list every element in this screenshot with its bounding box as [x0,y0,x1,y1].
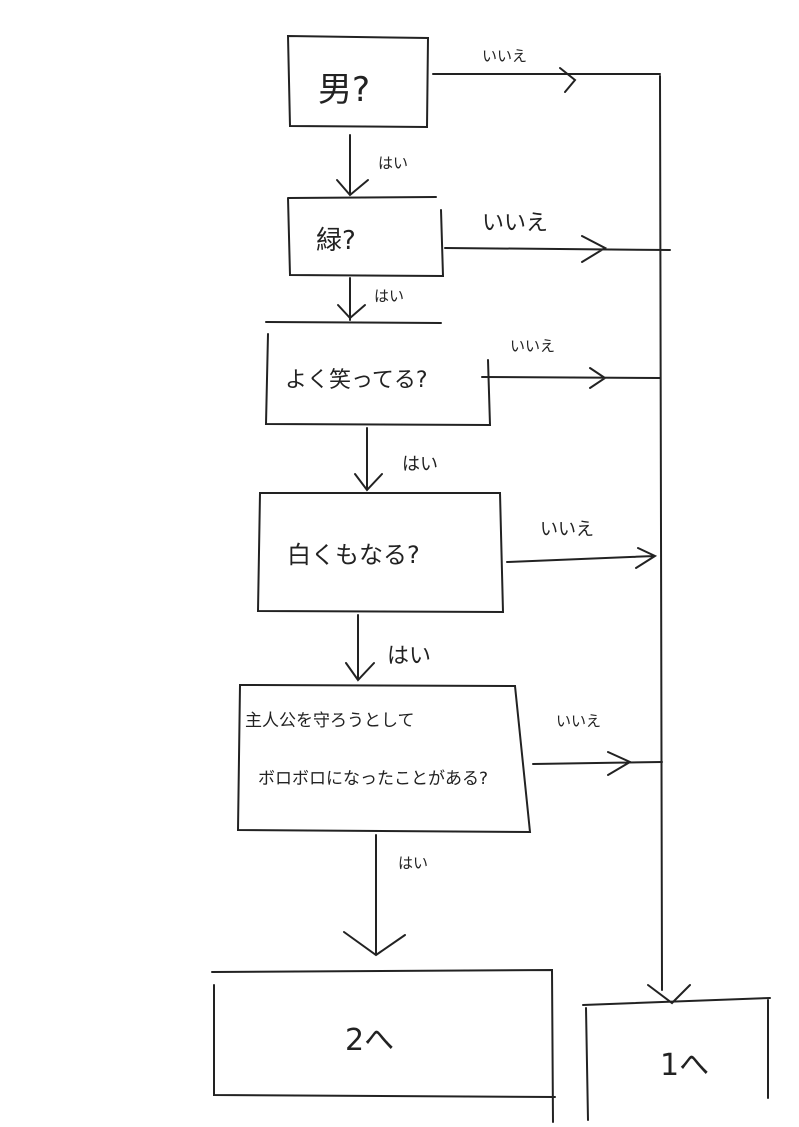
yes-label-1: はい [378,154,409,172]
yes-arrow-5 [343,834,406,957]
box-end2 [211,968,556,1123]
no-arrow-2 [444,235,671,263]
no-arrow-1 [432,67,661,93]
node-q1: 男? [318,70,371,110]
yes-label-5: はい [398,854,429,872]
no-arrow-4 [506,547,658,569]
node-q3: よく笑ってる? [285,368,428,393]
yes-arrow-1 [336,134,369,197]
no-label-5: いいえ [556,712,602,730]
yes-arrow-4 [345,614,375,682]
no-label-2: いいえ [482,211,549,236]
node-end1: 1へ [660,1048,710,1083]
no-trunk-line [647,75,691,1005]
node-q2: 緑? [316,226,356,256]
yes-label-4: はい [387,644,432,669]
node-end2: 2へ [345,1023,395,1058]
yes-arrow-3 [354,427,383,492]
yes-label-3: はい [402,454,438,475]
box-end1 [582,997,771,1121]
no-arrow-3 [481,367,661,389]
node-q5-line1: 主人公を守ろうとして [245,711,415,731]
no-label-3: いいえ [510,337,556,355]
node-q4: 白くもなる? [287,541,420,569]
no-arrow-5 [532,751,663,776]
no-label-4: いいえ [540,519,594,540]
node-q5-line2: ボロボロになったことがある? [258,769,489,789]
box-q2 [287,196,445,278]
box-q4 [256,492,505,614]
box-q3 [264,321,492,427]
no-label-1: いいえ [482,47,528,65]
box-q5 [236,683,532,834]
yes-label-2: はい [374,287,405,305]
box-q1 [286,34,430,129]
yes-arrow-2 [337,277,366,321]
